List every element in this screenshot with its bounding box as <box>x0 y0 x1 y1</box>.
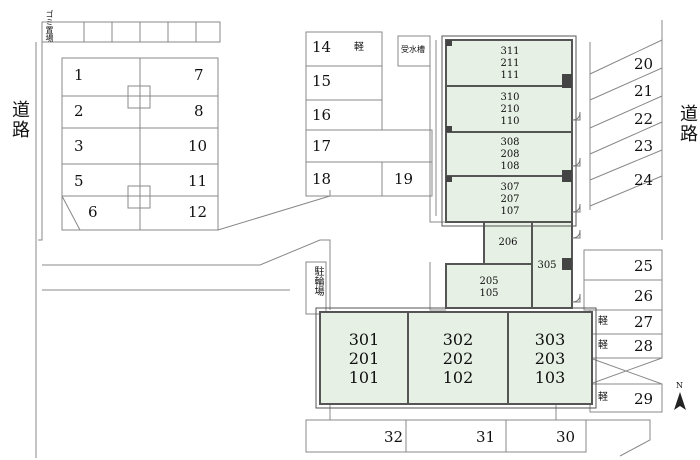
parking-space: 20 <box>634 55 654 73</box>
parking-space: 10 <box>188 137 208 155</box>
parking-space: 16 <box>312 106 332 124</box>
unit-number: 206 <box>498 237 518 248</box>
parking-space: 3 <box>74 137 84 155</box>
north-label: N <box>676 381 683 390</box>
parking-space: 5 <box>74 172 84 190</box>
parking-space: 22 <box>634 110 654 128</box>
unit-number: 107 <box>500 206 520 217</box>
parking-space: 31 <box>476 428 496 446</box>
building-unit-stack: 307 207 107 <box>480 180 540 220</box>
kei-label: 軽 <box>598 392 608 403</box>
unit-number: 210 <box>500 104 520 115</box>
parking-space: 21 <box>634 82 654 100</box>
kei-label: 軽 <box>354 42 364 53</box>
unit-number: 208 <box>500 149 520 160</box>
unit-number: 101 <box>348 367 380 387</box>
right-road-label: 道路 <box>677 104 698 144</box>
left-road-label: 道路 <box>9 100 30 140</box>
unit-number: 111 <box>500 70 520 81</box>
parking-space: 28 <box>634 337 654 355</box>
garbage-area-label: ゴミ置場 <box>45 10 54 42</box>
parking-space: 18 <box>312 170 332 188</box>
bike-parking-label: 駐輪場 <box>312 266 323 296</box>
unit-number: 311 <box>500 46 520 57</box>
unit-number: 201 <box>348 348 380 368</box>
parking-space: 19 <box>394 170 414 188</box>
parking-space: 14 <box>312 38 332 56</box>
parking-space: 7 <box>194 66 204 84</box>
parking-space: 12 <box>188 203 208 221</box>
parking-space: 27 <box>634 313 654 331</box>
building-unit-stack: 310 210 110 <box>480 90 540 130</box>
unit-number: 310 <box>500 92 520 103</box>
unit-number: 307 <box>500 182 520 193</box>
unit-number: 308 <box>500 137 520 148</box>
parking-space: 24 <box>634 171 654 189</box>
parking-space: 2 <box>74 102 84 120</box>
unit-number: 105 <box>479 288 499 299</box>
unit-number: 110 <box>500 116 520 127</box>
building-unit-stack: 303 203 103 <box>508 312 592 404</box>
parking-space: 6 <box>88 203 98 221</box>
parking-space: 26 <box>634 287 654 305</box>
unit-number: 303 <box>534 329 566 349</box>
unit-number: 102 <box>442 367 474 387</box>
unit-number: 202 <box>442 348 474 368</box>
parking-space: 25 <box>634 257 654 275</box>
unit-number: 205 <box>479 276 499 287</box>
building-unit-stack: 311 211 111 <box>480 44 540 84</box>
parking-space: 8 <box>194 102 204 120</box>
building-unit-stack: 302 202 102 <box>408 312 508 404</box>
kei-label: 軽 <box>598 340 608 351</box>
north-arrow-icon <box>674 392 686 410</box>
parking-space: 32 <box>384 428 404 446</box>
parking-space: 30 <box>556 428 576 446</box>
building-unit: 206 <box>484 224 532 262</box>
unit-number: 207 <box>500 194 520 205</box>
unit-number: 302 <box>442 329 474 349</box>
building-unit-stack: 205 105 <box>446 270 532 306</box>
parking-space: 17 <box>312 137 332 155</box>
unit-number: 301 <box>348 329 380 349</box>
building-unit-stack: 308 208 108 <box>480 135 540 175</box>
parking-space: 1 <box>74 66 84 84</box>
parking-space: 15 <box>312 72 332 90</box>
unit-number: 203 <box>534 348 566 368</box>
unit-number: 305 <box>537 260 557 271</box>
parking-space: 29 <box>634 390 654 408</box>
unit-number: 103 <box>534 367 566 387</box>
water-tank-label: 受水槽 <box>401 45 425 54</box>
kei-label: 軽 <box>598 316 608 327</box>
unit-number: 211 <box>500 58 520 69</box>
building-unit-stack: 301 201 101 <box>320 312 408 404</box>
unit-number: 108 <box>500 161 520 172</box>
parking-space: 23 <box>634 137 654 155</box>
building-unit: 305 <box>532 254 562 278</box>
parking-space: 11 <box>188 172 208 190</box>
